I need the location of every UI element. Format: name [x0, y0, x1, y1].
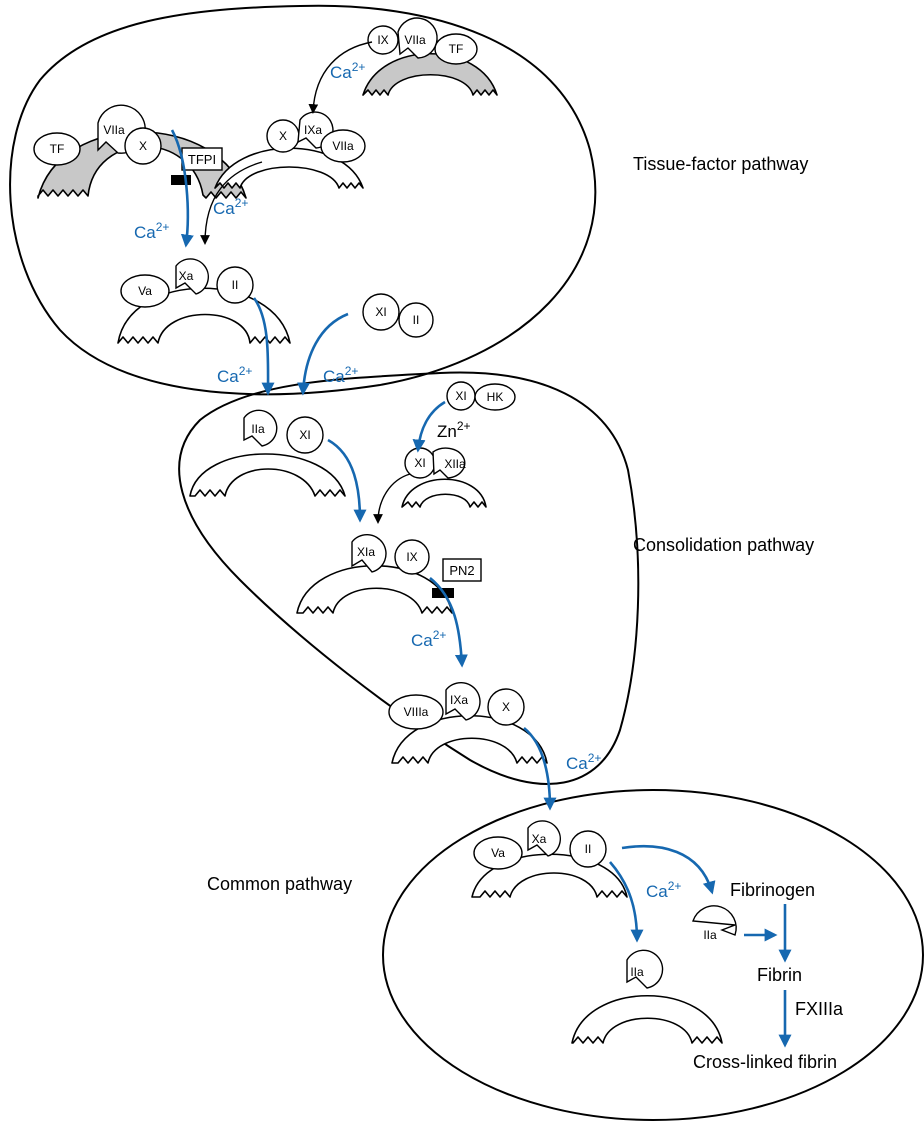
ca-label-1: Ca2+: [330, 60, 365, 82]
svg-text:VIIIa: VIIIa: [404, 705, 429, 719]
factor-x-cons: X: [487, 688, 525, 726]
fxiiia-label: FXIIIa: [795, 999, 844, 1019]
svg-text:XIa: XIa: [357, 545, 375, 559]
svg-text:IX: IX: [377, 33, 388, 47]
svg-text:Va: Va: [491, 846, 505, 860]
ca-label-5: Ca2+: [323, 364, 358, 386]
tissue-factor-region: [9, 4, 597, 396]
svg-text:IIa: IIa: [251, 422, 265, 436]
factor-ixa-cons: IXa: [445, 681, 481, 721]
factor-ix-cons: IX: [394, 539, 430, 575]
crosslinked-fibrin-label: Cross-linked fibrin: [693, 1052, 837, 1072]
membrane-xia: [296, 565, 453, 614]
factor-iia-product: IIa: [626, 949, 664, 989]
factor-tf-top: TF: [434, 33, 478, 65]
consolidation-pathway-label: Consolidation pathway: [633, 535, 814, 555]
factor-iia-cleave: IIa: [692, 905, 737, 942]
factor-xi-top: XI: [362, 293, 400, 331]
membrane-ixa: [214, 147, 364, 189]
membrane-tenase: [391, 715, 548, 764]
svg-text:XI: XI: [375, 305, 386, 319]
svg-text:II: II: [413, 313, 420, 327]
factor-viia-top: VIIa: [397, 17, 438, 59]
svg-text:II: II: [585, 842, 592, 856]
svg-text:VIIa: VIIa: [404, 33, 426, 47]
svg-text:TFPI: TFPI: [188, 152, 216, 167]
svg-text:II: II: [232, 278, 239, 292]
arrow-ix-to-ixa: [429, 576, 468, 668]
factor-va-top: Va: [120, 274, 170, 308]
svg-text:IIa: IIa: [703, 928, 717, 942]
arrow-xi-to-cons: [297, 312, 349, 396]
pn2-inhibitor: PN2: [432, 558, 482, 598]
svg-text:IIa: IIa: [630, 965, 644, 979]
svg-text:TF: TF: [50, 142, 65, 156]
ca-label-2: Ca2+: [213, 196, 248, 218]
svg-text:Xa: Xa: [179, 269, 194, 283]
fibrinogen-label: Fibrinogen: [730, 880, 815, 900]
factor-xia: XIa: [351, 533, 387, 573]
membrane-iia-product: [571, 994, 723, 1044]
arrow-ii-to-fibrinogen: [621, 844, 716, 895]
svg-text:X: X: [502, 700, 510, 714]
svg-text:IXa: IXa: [450, 693, 468, 707]
svg-text:Xa: Xa: [532, 832, 547, 846]
arrow-ixa-to-xa: [200, 161, 263, 245]
factor-xa-top: Xa: [175, 258, 209, 295]
svg-text:XI: XI: [414, 456, 425, 470]
tissue-factor-pathway-label: Tissue-factor pathway: [633, 154, 808, 174]
factor-va-common: Va: [473, 836, 523, 870]
svg-text:IX: IX: [406, 550, 417, 564]
factor-xa-common: Xa: [527, 820, 561, 857]
common-pathway-label: Common pathway: [207, 874, 352, 894]
svg-text:XI: XI: [299, 428, 310, 442]
membrane-xiia: [401, 478, 487, 508]
factor-x-left: X: [124, 127, 162, 165]
svg-text:HK: HK: [487, 390, 504, 404]
svg-text:IXa: IXa: [304, 123, 322, 137]
ca-label-7: Ca2+: [566, 751, 601, 773]
ca-label-8: Ca2+: [646, 879, 681, 901]
factor-tf-left: TF: [33, 132, 81, 166]
membrane-iia-xi: [189, 453, 346, 497]
factor-ix-top: IX: [367, 25, 399, 55]
ca-label-4: Ca2+: [217, 364, 252, 386]
svg-text:Va: Va: [138, 284, 152, 298]
svg-text:PN2: PN2: [449, 563, 474, 578]
factor-iia-cons: IIa: [243, 409, 278, 447]
membrane-tf-top: [362, 53, 498, 96]
svg-text:X: X: [279, 129, 287, 143]
factor-ii-top: II: [216, 266, 254, 304]
factor-viia-mid: VIIa: [320, 129, 366, 163]
svg-text:XI: XI: [455, 389, 466, 403]
arrow-complex-formation-top: [308, 41, 373, 114]
factor-viiia: VIIIa: [388, 694, 444, 730]
arrow-x-to-xa-common: [523, 726, 557, 811]
ca-label-6: Ca2+: [411, 628, 446, 650]
common-region: [382, 789, 924, 1121]
zn-label: Zn2+: [437, 419, 471, 441]
arrow-xiia-to-xia: [373, 473, 411, 524]
svg-text:XIIa: XIIa: [444, 457, 466, 471]
factor-ii-free: II: [398, 302, 434, 338]
svg-text:VIIa: VIIa: [103, 123, 125, 137]
factor-ii-common: II: [569, 830, 607, 868]
svg-text:TF: TF: [449, 42, 464, 56]
arrow-viia-to-xa: [170, 129, 194, 248]
factor-x-mid: X: [266, 119, 300, 153]
factor-xiia: XIIa: [432, 447, 466, 479]
svg-text:VIIa: VIIa: [332, 139, 354, 153]
factor-xi-cons: XI: [286, 416, 324, 454]
factor-hk: HK: [474, 383, 516, 411]
arrow-xi-to-xia: [327, 438, 367, 523]
arrow-ii-to-iia-common: [609, 861, 644, 943]
svg-text:X: X: [139, 139, 147, 153]
ca-label-3: Ca2+: [134, 220, 169, 242]
arrow-xi-hk-to-xiia: [412, 400, 446, 453]
arrow-ii-to-iia-top: [252, 297, 275, 396]
consolidation-region: [178, 371, 640, 785]
fibrin-label: Fibrin: [757, 965, 802, 985]
factor-xi-hk: XI: [446, 381, 476, 411]
